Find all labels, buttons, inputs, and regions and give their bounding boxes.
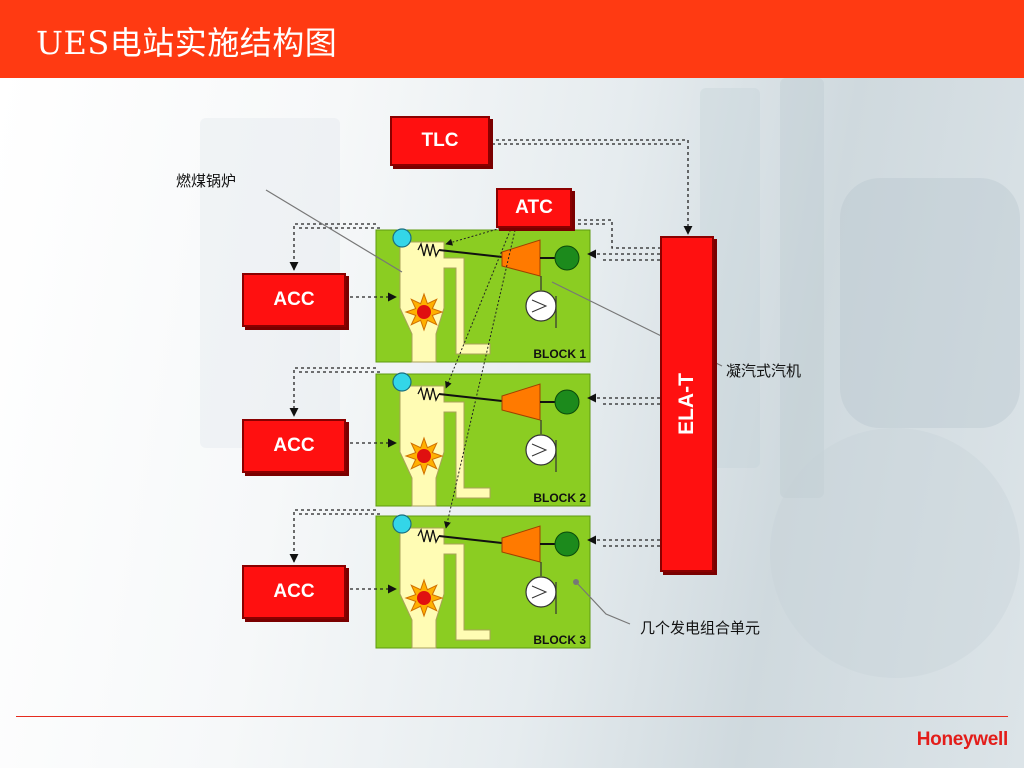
condenser-icon — [525, 576, 557, 608]
heater-icon — [417, 386, 440, 402]
tlc-box: TLC — [390, 116, 490, 166]
condenser-icon — [525, 290, 557, 322]
burner-core — [417, 591, 431, 605]
acc-link — [289, 509, 376, 563]
acc-box-1: ACC — [242, 273, 346, 327]
background-machine — [840, 178, 1020, 428]
generating-block-2: BLOCK 2 — [289, 367, 660, 507]
atc-box: ATC — [496, 188, 572, 228]
generating-block-3: BLOCK 3 — [289, 509, 660, 649]
heater-icon — [417, 528, 440, 544]
acc-link — [289, 367, 376, 417]
background-turbine — [770, 428, 1020, 678]
generator-icon — [554, 531, 580, 557]
block-label: BLOCK 3 — [533, 633, 586, 647]
generator-icon — [554, 245, 580, 271]
acc-box-2: ACC — [242, 419, 346, 473]
sensor-icon — [392, 372, 412, 392]
sensor-icon — [392, 514, 412, 534]
steam-line — [438, 535, 503, 544]
heater-icon — [417, 242, 440, 258]
units-callout: 几个发电组合单元 — [640, 619, 761, 637]
block-label: BLOCK 1 — [533, 347, 586, 361]
boiler-body — [399, 385, 491, 507]
acc-label: ACC — [273, 435, 315, 456]
honeywell-logo: Honeywell — [916, 729, 1009, 750]
ela-t-label: ELA-T — [675, 373, 699, 435]
steam-line — [438, 393, 503, 402]
burner-core — [417, 305, 431, 319]
acc-label: ACC — [273, 581, 315, 602]
block-label: BLOCK 2 — [533, 491, 586, 505]
background-pipe — [780, 78, 824, 498]
callout-dot — [573, 579, 579, 585]
turbine-callout: 凝汽式汽机 — [726, 362, 802, 380]
boiler-callout: 燃煤锅炉 — [176, 172, 237, 190]
condenser-icon — [525, 434, 557, 466]
generator-icon — [554, 389, 580, 415]
tlc-ela-link — [490, 139, 693, 235]
block-links — [289, 223, 660, 302]
turbine-icon — [501, 383, 541, 421]
generating-block-1: BLOCK 1 — [289, 223, 660, 363]
atc-ela-link — [572, 219, 662, 249]
ela-t-box: ELA-T — [660, 236, 714, 572]
condenser-coil — [531, 443, 548, 457]
boiler-body — [399, 241, 491, 363]
block-links — [289, 367, 660, 448]
acc-box-3: ACC — [242, 565, 346, 619]
atc-label: ATC — [515, 197, 553, 218]
acc-link — [289, 223, 376, 271]
footer-divider — [16, 716, 1008, 717]
tlc-label: TLC — [421, 130, 459, 151]
turbine-icon — [501, 239, 541, 277]
turbine-icon — [501, 525, 541, 563]
condenser-coil — [531, 585, 548, 599]
condenser-coil — [531, 299, 548, 313]
sensor-icon — [392, 228, 412, 248]
boiler-body — [399, 527, 491, 649]
atc-block-lines — [444, 225, 517, 529]
steam-line — [438, 249, 503, 258]
acc-label: ACC — [273, 289, 315, 310]
burner-core — [417, 449, 431, 463]
title-bar: UES电站实施结构图 — [0, 0, 1024, 78]
block-links — [289, 509, 660, 594]
page-title: UES电站实施结构图 — [36, 24, 338, 62]
